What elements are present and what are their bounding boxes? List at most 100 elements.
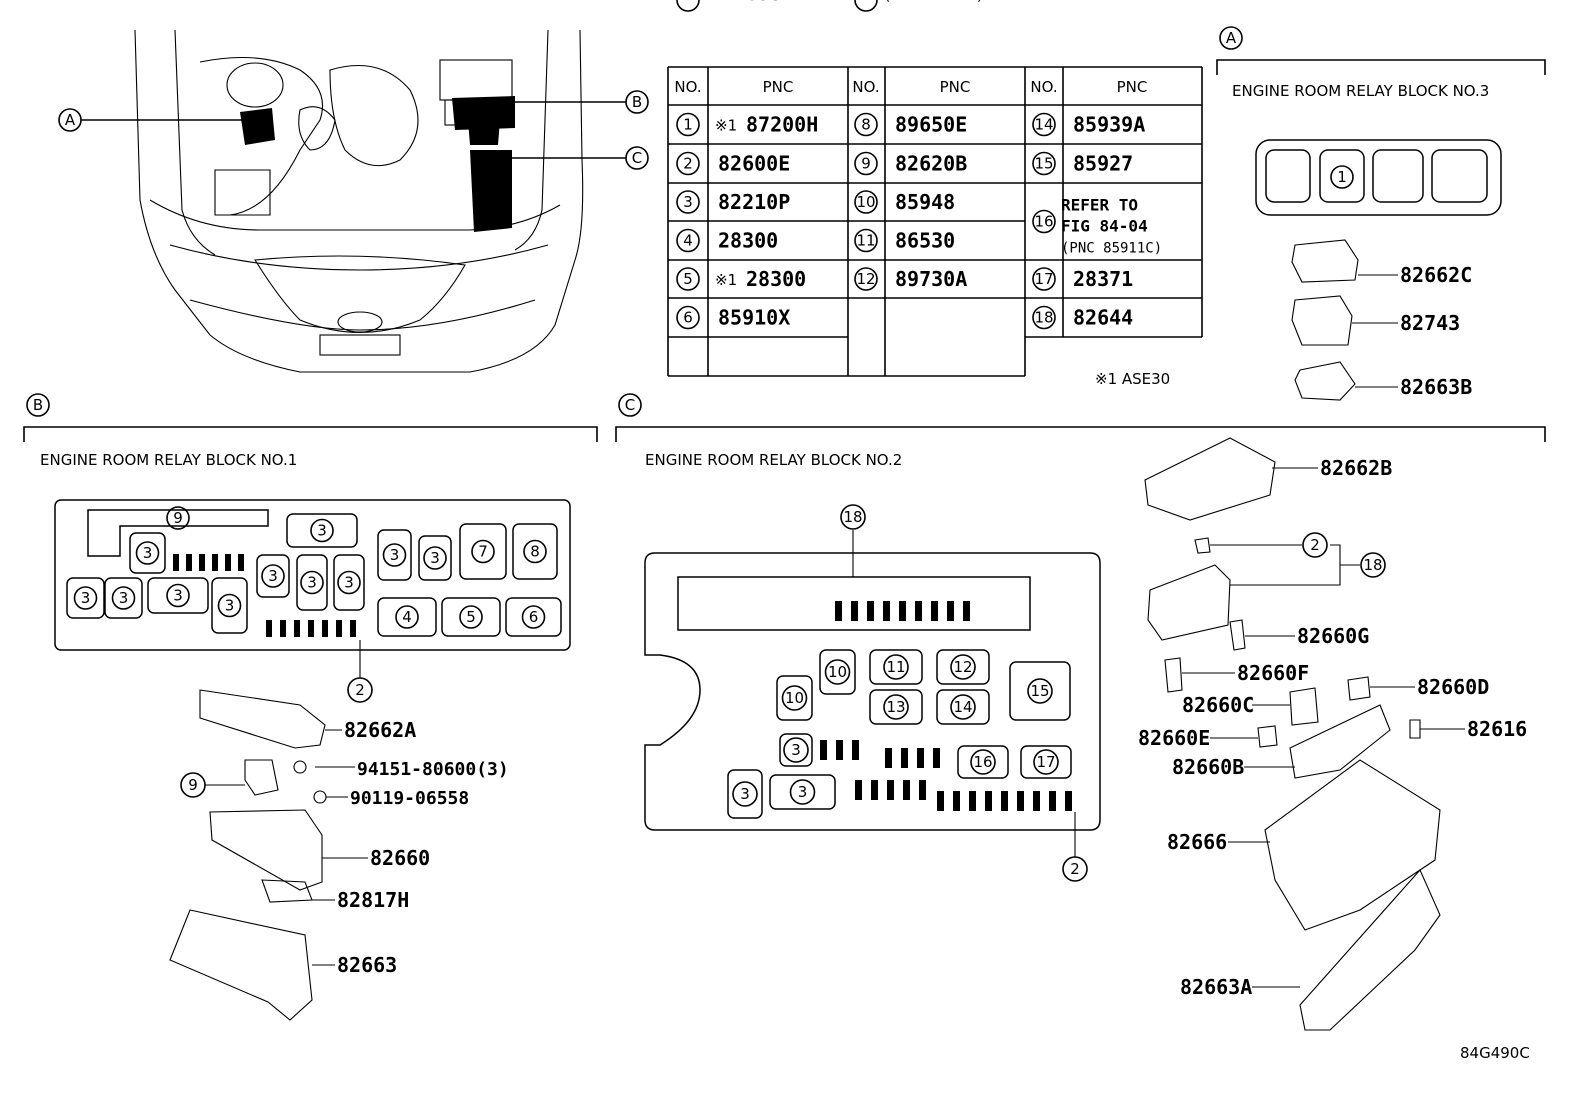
part-90119: 90119-06558	[350, 788, 469, 809]
table-row: 17 28371	[1032, 267, 1133, 291]
row-pnc: 85948	[895, 190, 955, 214]
row-pnc: 85927	[746, 0, 806, 5]
row-number: 16	[1034, 213, 1053, 231]
header-pnc-1: PNC	[763, 78, 794, 96]
part-82660B: 82660B	[1172, 755, 1244, 779]
svg-text:2: 2	[1310, 536, 1320, 554]
callout-b-bay: B	[515, 90, 649, 114]
slot-number: 3	[791, 741, 801, 759]
slot-number: 12	[953, 658, 972, 676]
relay-slot	[769, 774, 836, 810]
row-pnc: 28371	[1073, 267, 1133, 291]
svg-text:B: B	[632, 93, 642, 111]
slot-number: 3	[173, 587, 183, 605]
table-row: 8 89650E	[854, 113, 967, 137]
slot-number: 3	[390, 546, 400, 564]
slot-number: 5	[466, 608, 476, 626]
table-row: 7 ※1 85927	[676, 0, 806, 12]
row-mark: ※1	[715, 0, 737, 4]
row-refer-line: FIG 84-04	[883, 0, 970, 4]
callout-a-bay: A	[58, 108, 245, 132]
row-refer-line: FIG 84-04	[1061, 217, 1148, 236]
slot-number: 3	[268, 567, 278, 585]
svg-text:2: 2	[1070, 860, 1080, 878]
svg-text:A: A	[1226, 29, 1237, 47]
relay-slot	[936, 689, 990, 725]
row-number: 9	[861, 155, 871, 173]
relay3-title: ENGINE ROOM RELAY BLOCK NO.3	[1232, 82, 1489, 100]
relay2-title: ENGINE ROOM RELAY BLOCK NO.2	[645, 451, 902, 469]
svg-text:C: C	[625, 396, 635, 414]
footnote: ※1 ASE30	[1095, 370, 1170, 388]
relay-slot	[333, 554, 365, 611]
section-c: C ENGINE ROOM RELAY BLOCK NO.2 18 101011…	[615, 393, 1546, 1031]
svg-text:2: 2	[355, 681, 365, 699]
row-pnc: 85927	[1073, 152, 1133, 176]
row-pnc: 89730A	[895, 267, 967, 291]
slot-number: 8	[530, 543, 540, 561]
table-row: 16 REFER TO FIG 84-04 (PNC 85911C)	[1032, 196, 1162, 257]
slot-number: 3	[430, 549, 440, 567]
row-number: 13	[856, 0, 875, 4]
row-number: 8	[861, 116, 871, 134]
part-82662B: 82662B	[1320, 456, 1392, 480]
row-pnc: 89650E	[895, 113, 967, 137]
row-number: 7	[683, 0, 693, 4]
svg-text:1: 1	[1337, 168, 1347, 186]
relay-slot	[512, 523, 558, 580]
relay-cover-drawing	[1291, 239, 1359, 283]
svg-text:18: 18	[843, 508, 862, 526]
svg-text:9: 9	[188, 776, 198, 794]
slot-number: 3	[344, 574, 354, 592]
section-a: A ENGINE ROOM RELAY BLOCK NO.3 1	[1216, 26, 1546, 401]
relay-slot	[104, 577, 143, 619]
header-no-2: NO.	[852, 78, 879, 96]
part-82663: 82663	[337, 953, 397, 977]
callout-c-bay: C	[510, 146, 649, 170]
slot-number: 3	[81, 589, 91, 607]
row-number: 4	[683, 232, 693, 250]
relay1-title: ENGINE ROOM RELAY BLOCK NO.1	[40, 451, 297, 469]
row-pnc: 28300	[718, 229, 778, 253]
relay-slot	[1009, 661, 1071, 721]
diagram-code: 84G490C	[1460, 1044, 1530, 1062]
slot-number: 16	[973, 753, 992, 771]
row-refer-line: REFER TO	[1061, 196, 1138, 215]
relay-slot	[418, 535, 452, 581]
relay-slot	[957, 745, 1009, 779]
row-mark: ※1	[715, 117, 737, 135]
row-number: 5	[683, 270, 693, 288]
relay-slot	[441, 597, 501, 637]
relay-slot	[286, 513, 358, 548]
row-number: 12	[856, 270, 875, 288]
part-82660E: 82660E	[1138, 726, 1210, 750]
header-pnc-3: PNC	[1117, 78, 1148, 96]
header-no-1: NO.	[674, 78, 701, 96]
part-82616: 82616	[1467, 717, 1527, 741]
part-82666: 82666	[1167, 830, 1227, 854]
slot-number: 13	[886, 698, 905, 716]
row-pnc: 28300	[746, 267, 806, 291]
row-number: 1	[683, 116, 693, 134]
row-number: 2	[683, 155, 693, 173]
row-pnc: 82600E	[718, 152, 790, 176]
slot-number: 7	[478, 543, 488, 561]
row-number: 3	[683, 193, 693, 211]
svg-text:9: 9	[173, 509, 183, 527]
row-number: 14	[1034, 116, 1053, 134]
part-82660G: 82660G	[1297, 624, 1369, 648]
row-pnc: 85910X	[718, 306, 790, 330]
row-number: 15	[1034, 155, 1053, 173]
row-refer-line: (PNC 85911C)	[1061, 241, 1162, 257]
relay-slot	[869, 649, 923, 685]
slot-number: 14	[953, 698, 972, 716]
row-number: 17	[1034, 270, 1053, 288]
